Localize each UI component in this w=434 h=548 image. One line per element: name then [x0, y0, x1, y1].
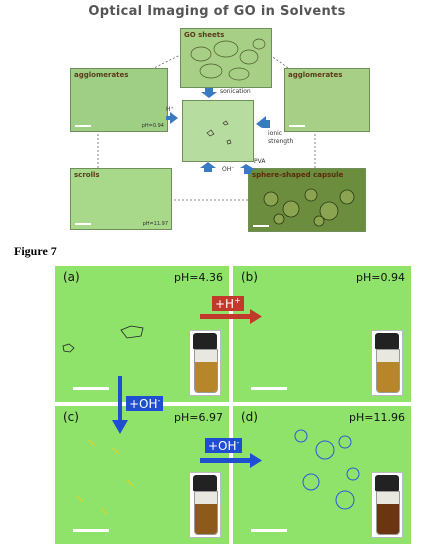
panel-center [182, 100, 254, 162]
panel-label: (d) [241, 410, 258, 424]
panel-d: (d) pH=11.96 [233, 406, 411, 544]
panel-label: GO sheets [184, 31, 225, 39]
vial [371, 330, 403, 396]
panel-ph: pH=11.97 [142, 221, 168, 227]
flake-outlines [62, 325, 144, 353]
panel-ph: pH=0.94 [141, 123, 164, 129]
panel-ph: pH=0.94 [356, 271, 405, 284]
scale-bar [73, 387, 109, 390]
scale-bar [251, 529, 287, 532]
sheet-outlines [190, 38, 266, 81]
vial-liquid [195, 504, 217, 534]
sphere-outlines [263, 188, 355, 227]
panel-label: scrolls [74, 171, 100, 179]
scale-bar [75, 125, 91, 127]
yellow-arrows [76, 439, 134, 515]
scale-bar [253, 225, 269, 227]
small-flakes [206, 120, 232, 145]
panel-scrolls: scrolls pH=11.97 [70, 168, 172, 230]
vial [189, 330, 221, 396]
panel-label: (a) [63, 270, 80, 284]
panel-spheres: sphere-shaped capsule [248, 168, 366, 232]
panel-label: (b) [241, 270, 258, 284]
panel-ph: pH=11.96 [349, 411, 405, 424]
arrow-label-ionic: ionic [268, 130, 283, 137]
vial-liquid [377, 362, 399, 392]
panel-agglomerates-left: agglomerates pH=0.94 [70, 68, 168, 132]
scale-bar [75, 223, 91, 225]
panel-label: (c) [63, 410, 79, 424]
arrow-text-oh-right: +OH- [205, 438, 243, 453]
arrow-label-sonication: sonication [220, 88, 251, 95]
panel-label: sphere-shaped capsule [252, 171, 344, 179]
arrow-label-pva: PVA [254, 158, 266, 165]
arrow-h-plus [200, 309, 262, 324]
panel-a: (a) pH=4.36 [55, 266, 229, 402]
scale-bar [73, 529, 109, 532]
vial-liquid [195, 362, 217, 392]
blue-circles [294, 429, 360, 510]
panel-label: agglomerates [288, 71, 343, 79]
top-figure-title: Optical Imaging of GO in Solvents [88, 4, 346, 19]
arrow-oh-down [112, 376, 128, 434]
scale-bar [251, 387, 287, 390]
vial-liquid [377, 504, 399, 534]
figure-label: Figure 7 [14, 244, 57, 258]
panel-label: agglomerates [74, 71, 129, 79]
arrow-label-h-plus: H⁺ [166, 106, 174, 113]
panel-c: (c) pH=6.97 [55, 406, 229, 544]
arrow-text-h-plus: +H+ [212, 296, 244, 311]
vial [371, 472, 403, 538]
panel-ph: pH=4.36 [174, 271, 223, 284]
vial [189, 472, 221, 538]
panel-ph: pH=6.97 [174, 411, 223, 424]
arrow-label-oh: OH⁻ [222, 166, 235, 173]
panel-agglomerates-right: agglomerates [284, 68, 370, 132]
scale-bar [289, 125, 305, 127]
arrow-text-oh-down: +OH- [126, 396, 164, 411]
arrow-oh-right [200, 453, 262, 468]
arrow-label-strength: strength [268, 138, 294, 145]
panel-b: (b) pH=0.94 [233, 266, 411, 402]
panel-go-sheets: GO sheets [180, 28, 272, 88]
top-arrows [166, 88, 270, 174]
